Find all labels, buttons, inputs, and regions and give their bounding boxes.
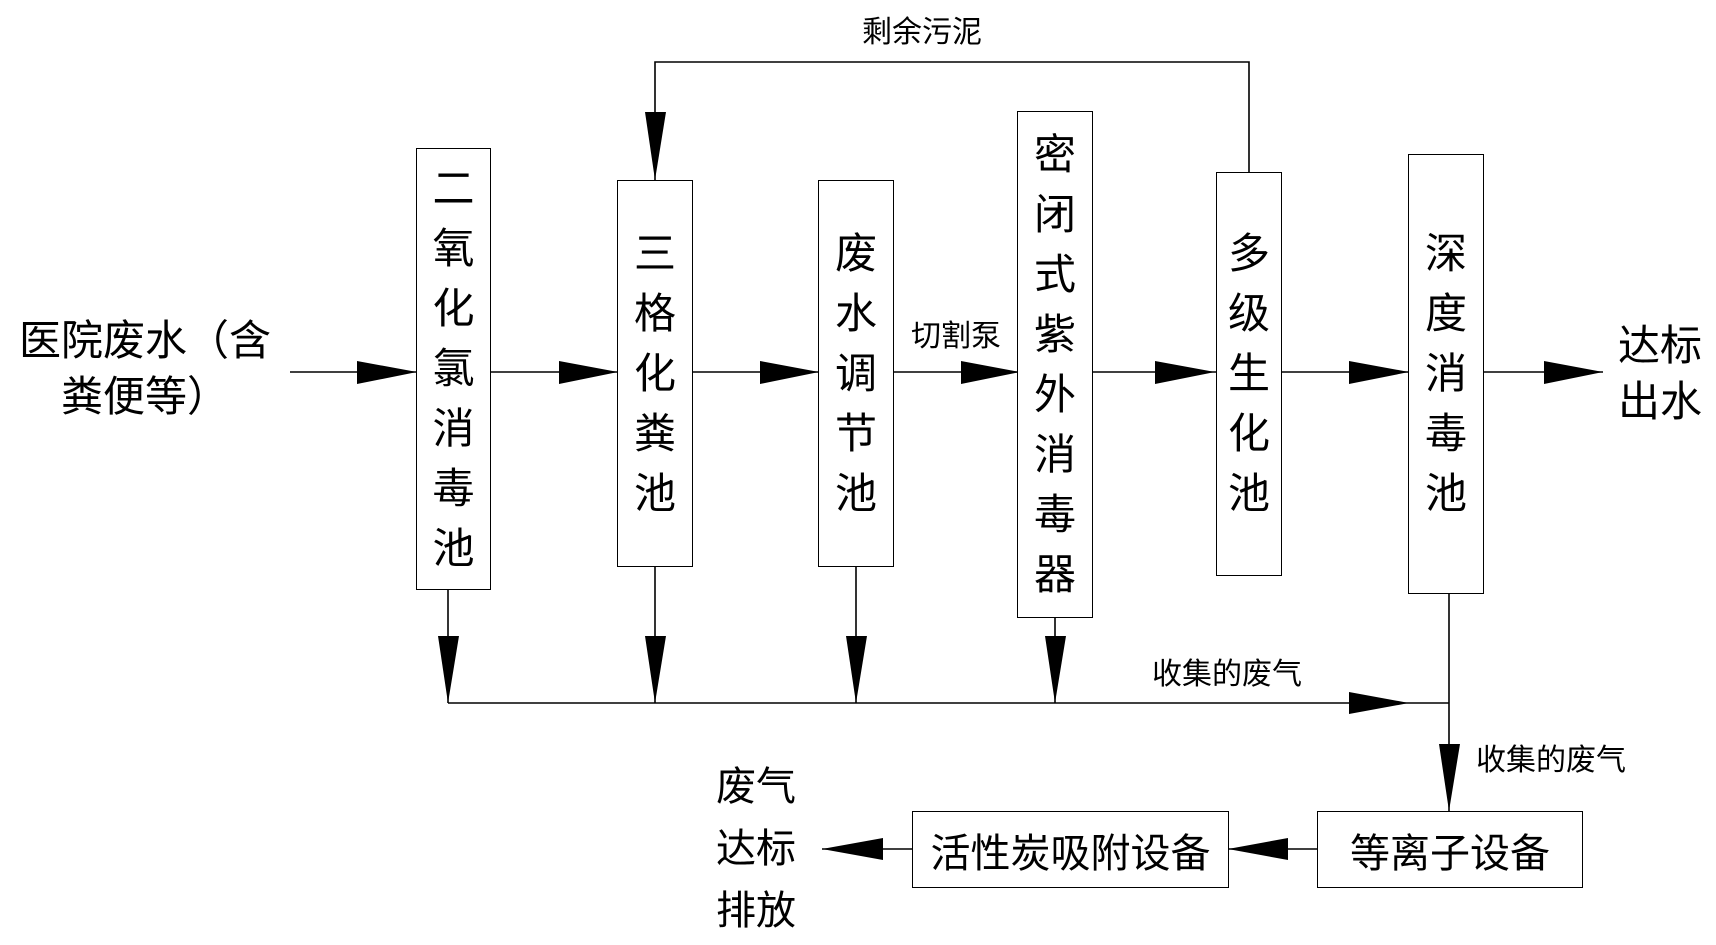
box-label-char: 级	[1227, 289, 1270, 338]
arrowhead-right	[559, 361, 618, 384]
box-label-char: 消	[1033, 429, 1076, 479]
process-box-uv-disinfector[interactable]: 密闭式紫外消毒器	[1017, 111, 1093, 618]
cutting-pump-label: 切割泵	[911, 319, 1001, 354]
arrowhead-right	[357, 361, 417, 384]
box-label-char: 调	[834, 348, 877, 398]
box-label-char: 池	[633, 468, 676, 518]
arrowhead-right	[961, 361, 1020, 384]
output-water-label-line1: 达标	[1617, 321, 1702, 370]
arrowhead-down	[645, 636, 666, 703]
output-water-label-line2: 出水	[1617, 377, 1702, 426]
arrowhead-right	[1349, 361, 1409, 384]
output-gas-label: 废气 达标 排放	[716, 756, 808, 942]
process-box-biochemical-tank[interactable]: 多级生化池	[1216, 172, 1282, 576]
arrowhead-down	[1045, 636, 1066, 703]
box-label-char: 化	[432, 284, 475, 333]
output-gas-label-line1: 废气	[716, 764, 796, 810]
output-water-label: 达标 出水	[1614, 318, 1706, 430]
arrowhead-down	[645, 112, 666, 180]
box-label-char: 粪	[633, 408, 676, 458]
box-label-char: 消	[1424, 349, 1467, 398]
arrowhead-right	[760, 361, 819, 384]
box-label-char: 氧	[432, 224, 475, 273]
box-label-char: 式	[1033, 249, 1076, 299]
arrowhead-down	[1439, 744, 1460, 811]
box-label-char: 池	[834, 468, 877, 518]
process-box-equalization-tank[interactable]: 废水调节池	[818, 180, 894, 567]
output-gas-label-line3: 排放	[716, 888, 796, 934]
box-label-char: 水	[834, 288, 877, 338]
input-label-line2: 粪便等）	[60, 372, 229, 421]
process-box-chlorine-dioxide-tank[interactable]: 二氧化氯消毒池	[416, 148, 491, 590]
box-label-char: 毒	[1033, 489, 1076, 539]
input-label: 医院废水（含 粪便等）	[10, 313, 280, 425]
box-label-char: 氯	[432, 344, 475, 393]
collected-gas-label-vertical: 收集的废气	[1476, 743, 1626, 778]
box-label-char: 化	[633, 348, 676, 398]
box-label-char: 生	[1227, 349, 1270, 398]
arrowhead-down	[438, 636, 459, 703]
process-box-septic-tank[interactable]: 三格化粪池	[617, 180, 693, 567]
box-label-char: 二	[432, 164, 475, 213]
arrowhead-left	[1228, 838, 1288, 860]
box-label-char: 度	[1424, 289, 1467, 338]
process-box-deep-disinfection-tank[interactable]: 深度消毒池	[1408, 154, 1484, 594]
box-label-char: 器	[1033, 549, 1076, 599]
arrowhead-down	[846, 636, 867, 703]
box-label-char: 池	[432, 524, 475, 573]
box-label-char: 三	[633, 228, 676, 278]
box-label-char: 节	[834, 408, 877, 458]
arrowhead-left	[822, 838, 883, 860]
box-label-char: 池	[1424, 469, 1467, 518]
box-label-char: 深	[1424, 229, 1467, 278]
box-label-char: 化	[1227, 409, 1270, 458]
box-label-char: 废	[834, 228, 877, 278]
box-label-char: 密	[1033, 129, 1076, 179]
output-gas-label-line2: 达标	[716, 826, 796, 872]
gas-box-activated-carbon-device[interactable]: 活性炭吸附设备	[912, 811, 1229, 888]
edge-sludge-return	[654, 61, 1250, 180]
sludge-return-label: 剩余污泥	[862, 15, 982, 50]
box-label-char: 格	[633, 288, 676, 338]
box-label-char: 紫	[1033, 309, 1076, 359]
arrowhead-right	[1544, 361, 1603, 384]
collected-gas-label-horizontal: 收集的废气	[1152, 657, 1302, 692]
box-label-char: 池	[1227, 469, 1270, 518]
box-label-char: 多	[1227, 229, 1270, 278]
box-label-char: 外	[1033, 369, 1076, 419]
arrowhead-right	[1349, 692, 1409, 714]
arrowhead-right	[1155, 361, 1215, 384]
gas-box-plasma-device[interactable]: 等离子设备	[1317, 811, 1583, 888]
box-label-char: 毒	[432, 464, 475, 513]
input-label-line1: 医院废水（含	[18, 316, 271, 365]
box-label-char: 消	[432, 404, 475, 453]
box-label-char: 毒	[1424, 409, 1467, 458]
box-label-char: 闭	[1033, 189, 1076, 239]
